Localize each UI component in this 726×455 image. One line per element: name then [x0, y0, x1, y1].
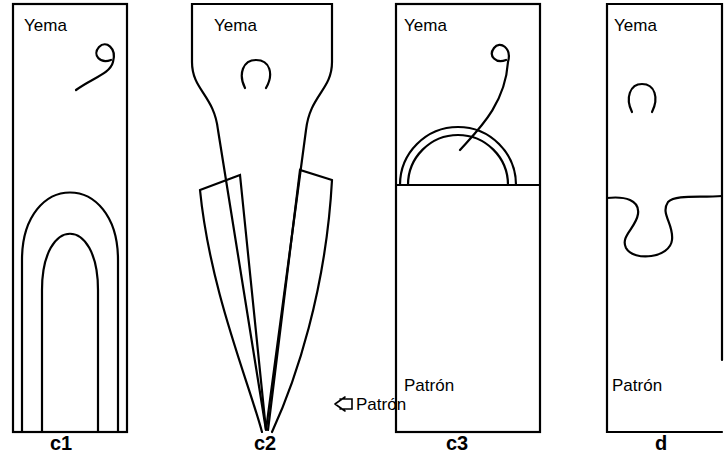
- stock-label: Patrón: [612, 377, 662, 394]
- scion-label: Yema: [24, 17, 67, 34]
- panel-tag: d: [655, 433, 667, 453]
- outer-cut: [22, 193, 118, 433]
- scion-label: Yema: [614, 17, 657, 34]
- pointer-arrow: [335, 397, 352, 411]
- stock-label: Patrón: [356, 396, 406, 413]
- stock-left: [200, 175, 266, 432]
- graft-stem: [607, 4, 722, 432]
- panel-tag: c2: [254, 433, 276, 453]
- dome-inner: [408, 135, 508, 185]
- bud-curl: [76, 44, 114, 90]
- scion-label: Yema: [404, 17, 447, 34]
- tongue-joint: [607, 196, 722, 256]
- stock-label: Patrón: [404, 377, 454, 394]
- scion-wedge: [192, 4, 332, 430]
- panel-tag: c1: [50, 433, 72, 453]
- scion-stem: [13, 4, 127, 432]
- inner-cut: [42, 234, 98, 432]
- dome-outer: [400, 127, 516, 185]
- bud-mark: [629, 84, 656, 112]
- stock-right: [268, 170, 332, 432]
- scion-label: Yema: [214, 17, 257, 34]
- panel-tag: c3: [446, 433, 468, 453]
- graft-line: [396, 184, 540, 186]
- bud-mark: [242, 60, 270, 88]
- graft-stem: [396, 4, 540, 432]
